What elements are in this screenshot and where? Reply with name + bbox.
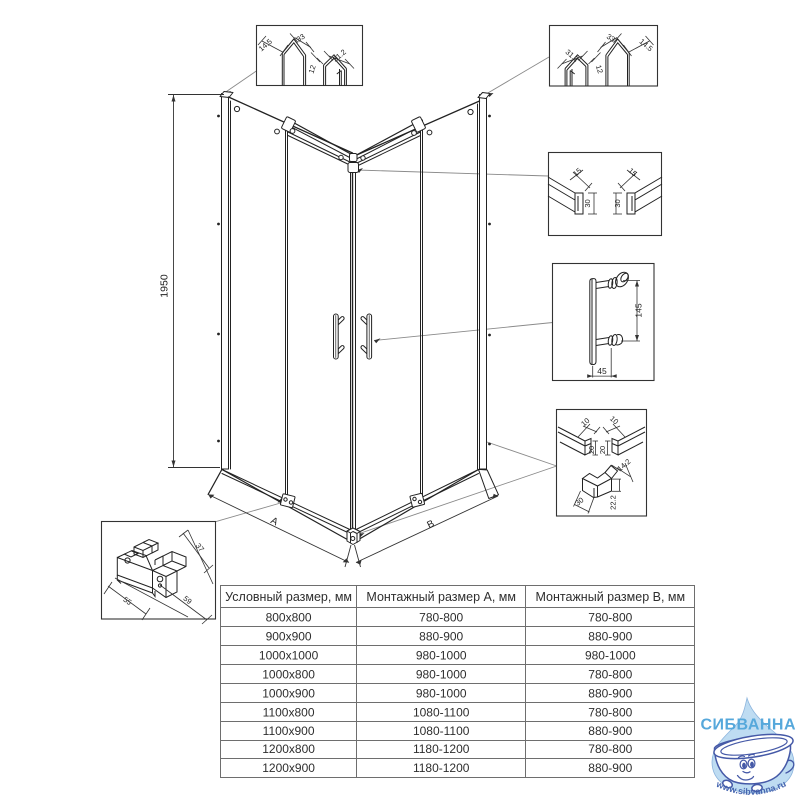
svg-text:880-900: 880-900 (588, 724, 632, 738)
svg-text:1100х800: 1100х800 (263, 706, 315, 720)
svg-text:1180-1200: 1180-1200 (413, 761, 470, 775)
svg-text:780-800: 780-800 (588, 742, 632, 756)
svg-text:780-800: 780-800 (419, 611, 463, 625)
svg-text:33: 33 (295, 32, 307, 44)
svg-text:Условный размер, мм: Условный размер, мм (225, 590, 352, 604)
svg-text:33: 33 (605, 32, 617, 44)
svg-text:980-1000: 980-1000 (416, 687, 467, 701)
svg-text:1080-1100: 1080-1100 (413, 706, 470, 720)
svg-text:1000х900: 1000х900 (262, 687, 315, 701)
svg-text:1080-1100: 1080-1100 (413, 724, 470, 738)
svg-text:980-1000: 980-1000 (585, 649, 636, 663)
svg-text:780-800: 780-800 (588, 706, 632, 720)
svg-text:20: 20 (598, 446, 607, 454)
svg-text:12: 12 (594, 64, 605, 75)
svg-text:1180-1200: 1180-1200 (413, 742, 470, 756)
svg-text:880-900: 880-900 (588, 761, 632, 775)
svg-text:1100х900: 1100х900 (263, 724, 315, 738)
svg-text:1950: 1950 (159, 274, 171, 298)
svg-text:780-800: 780-800 (588, 668, 632, 682)
svg-text:1000х1000: 1000х1000 (259, 649, 319, 663)
svg-text:СИБВАННА: СИБВАННА (701, 717, 797, 734)
svg-text:A: A (269, 515, 280, 528)
svg-text:30: 30 (613, 199, 622, 207)
svg-text:12: 12 (307, 64, 318, 75)
svg-text:145: 145 (634, 303, 644, 317)
svg-text:B: B (425, 518, 436, 531)
svg-text:900х900: 900х900 (266, 630, 312, 644)
svg-text:980-1000: 980-1000 (416, 668, 467, 682)
svg-text:Монтажный размер А, мм: Монтажный размер А, мм (366, 590, 516, 604)
svg-text:880-900: 880-900 (588, 687, 632, 701)
svg-text:22.2: 22.2 (609, 495, 618, 510)
svg-text:880-900: 880-900 (419, 630, 463, 644)
svg-text:20: 20 (587, 446, 596, 454)
svg-text:1000х800: 1000х800 (262, 668, 315, 682)
svg-text:780-800: 780-800 (588, 611, 632, 625)
svg-text:800х800: 800х800 (266, 611, 312, 625)
svg-text:30: 30 (583, 199, 592, 207)
svg-text:45: 45 (597, 366, 607, 376)
svg-text:1200х900: 1200х900 (262, 761, 315, 775)
svg-text:Монтажный размер В, мм: Монтажный размер В, мм (536, 590, 686, 604)
svg-text:880-900: 880-900 (588, 630, 632, 644)
svg-text:1200х800: 1200х800 (262, 742, 315, 756)
svg-text:55: 55 (121, 595, 133, 607)
svg-text:980-1000: 980-1000 (416, 649, 467, 663)
